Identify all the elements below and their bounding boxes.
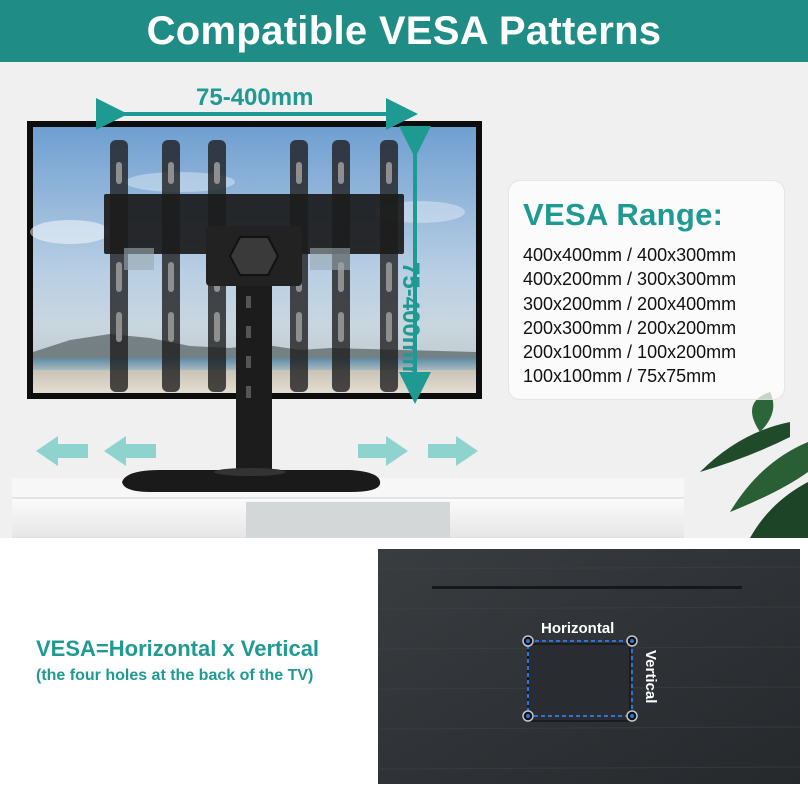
vesa-range-line: 100x100mm / 75x75mm	[523, 366, 717, 387]
vesa-formula: VESA=Horizontal x Vertical	[36, 636, 320, 661]
arrow-left-icon	[104, 436, 156, 466]
arrow-left-icon	[36, 436, 88, 466]
vertical-measure-label: 75-400mm	[397, 262, 424, 380]
mount-hole-icon	[626, 710, 638, 722]
arrow-right-icon	[428, 436, 478, 466]
tv-cabinet	[12, 478, 684, 538]
vesa-range-title: VESA Range:	[523, 197, 724, 232]
stand-base	[122, 468, 381, 492]
mount-hole-icon	[522, 635, 534, 647]
vesa-formula-note: (the four holes at the back of the TV)	[36, 667, 314, 684]
vesa-range-line: 200x300mm / 200x200mm	[523, 317, 737, 338]
mount-hole-icon	[522, 710, 534, 722]
horizontal-label: Horizontal	[541, 620, 615, 637]
vesa-range-line: 400x400mm / 400x300mm	[523, 245, 737, 265]
arrow-right-icon	[358, 436, 408, 466]
vertical-label: Vertical	[642, 650, 659, 704]
mount-hole-icon	[626, 635, 638, 647]
vesa-range-card: VESA Range: 400x400mm / 400x300mm 400x20…	[508, 180, 785, 400]
tv-back-panel	[377, 549, 801, 784]
vesa-range-line: 400x200mm / 300x300mm	[523, 269, 737, 290]
page-title: Compatible VESA Patterns	[146, 8, 662, 53]
mount-brackets	[104, 140, 404, 392]
horizontal-measure-label: 75-400mm	[196, 84, 314, 111]
plant	[700, 392, 808, 538]
vesa-range-line: 300x200mm / 200x400mm	[523, 293, 737, 314]
tv-back-illustration	[377, 549, 801, 784]
stand-pole	[236, 286, 272, 478]
vesa-range-line: 200x100mm / 100x200mm	[523, 342, 737, 363]
page-title-banner: Compatible VESA Patterns	[0, 0, 808, 62]
